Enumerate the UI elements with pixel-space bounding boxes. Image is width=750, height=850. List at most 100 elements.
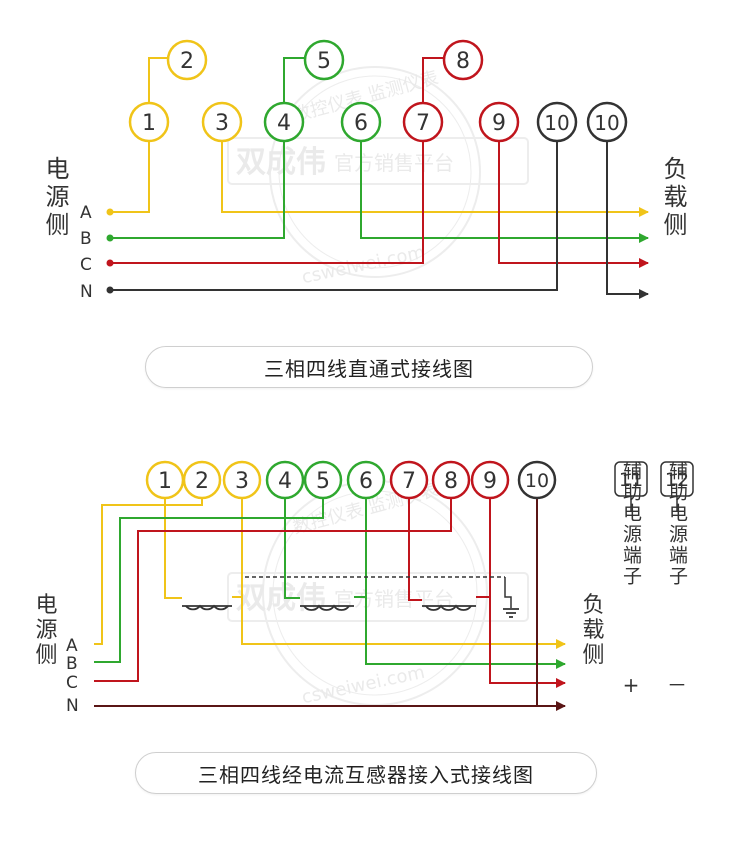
wire-a-ct-in: [164, 498, 182, 599]
wire-a-voltage: [94, 498, 203, 645]
dot-a: [106, 208, 114, 216]
svg-text:5: 5: [316, 469, 330, 494]
terminal-5: 5: [303, 39, 345, 81]
svg-text:10: 10: [525, 470, 549, 492]
svg-text:10: 10: [594, 111, 619, 135]
aux-terminal-12: 12 辅助电源端子 －: [660, 461, 694, 697]
wire-a-load: [221, 141, 649, 217]
aux-label-left: 辅助电源端子: [620, 461, 642, 587]
wire-c-source: [110, 141, 424, 264]
svg-text:1: 1: [158, 469, 172, 494]
watermark-bottom: 双成伟 官方销售平台 数控仪表 监测仪表 csweiwei.com: [227, 479, 529, 708]
watermark-url: csweiwei.com: [300, 242, 427, 289]
wire-b-load: [365, 597, 566, 669]
phase-labels-direct: A B C N: [80, 203, 93, 302]
dot-c: [106, 259, 114, 267]
aux-terminal-11: 11 辅助电源端子 +: [614, 461, 648, 697]
terminal-2: 2: [166, 39, 208, 81]
terminal-6: 6: [346, 460, 386, 500]
terminal-2: 2: [182, 460, 222, 500]
svg-text:12: 12: [665, 469, 689, 491]
ct-c: [422, 604, 476, 611]
wire-c-loop: [422, 57, 444, 103]
dot-n: [106, 286, 114, 294]
ground-symbol: [503, 608, 519, 618]
aux-power: 11 辅助电源端子 + 12 辅助电源端子 －: [614, 461, 694, 697]
phase-labels-ct: A B C N: [66, 636, 79, 716]
wire-b-loop: [283, 57, 305, 103]
terminal-9: 9: [478, 101, 520, 143]
svg-text:2: 2: [195, 469, 209, 494]
terminal-9: 9: [470, 460, 510, 500]
wire-c-load: [498, 141, 649, 268]
watermark-platform: 官方销售平台: [334, 151, 454, 175]
wire-c-load: [489, 597, 566, 688]
svg-text:6: 6: [359, 469, 373, 494]
wire-b-voltage: [94, 498, 324, 663]
terminal-5: 5: [303, 460, 343, 500]
ct-a: [182, 604, 232, 611]
svg-text:8: 8: [456, 49, 470, 74]
aux-polarity-minus: －: [667, 673, 687, 697]
svg-text:10: 10: [544, 111, 569, 135]
terminal-7: 7: [402, 101, 444, 143]
wires-ct: [94, 498, 566, 711]
wires-direct: [110, 57, 649, 299]
svg-text:3: 3: [215, 111, 229, 136]
aux-label-right: 辅助电源端子: [666, 461, 688, 587]
diagram-direct: 1 2 3 4 5 6 7: [41, 39, 687, 302]
source-side-label: 电源侧: [32, 593, 58, 668]
wire-n-load: [606, 141, 649, 299]
phase-b-label: B: [66, 654, 78, 674]
phase-a-label: A: [66, 636, 78, 656]
terminal-4: 4: [263, 101, 305, 143]
wire-n-source: [110, 141, 558, 291]
svg-text:2: 2: [180, 49, 194, 74]
svg-text:4: 4: [278, 469, 292, 494]
aux-polarity-plus: +: [623, 673, 640, 697]
ct-b: [300, 604, 354, 611]
terminal-6: 6: [340, 101, 382, 143]
load-side-label: 负载侧: [659, 156, 687, 240]
wire-b-source: [110, 141, 285, 239]
terminal-4: 4: [265, 460, 305, 500]
wire-c-ct-in: [408, 498, 422, 601]
wire-c-voltage: [94, 498, 452, 682]
terminal-1: 1: [145, 460, 185, 500]
watermark-brand: 双成伟: [236, 145, 326, 180]
source-dots-direct: [106, 208, 114, 294]
terminal-7: 7: [389, 460, 429, 500]
phase-c-label: C: [66, 673, 78, 693]
caption-ct-text: 三相四线经电流互感器接入式接线图: [198, 762, 534, 787]
diagram-ct: 1 2 3 4 5 6 7 8 9 10 11 辅助电源端子 + 12: [32, 461, 694, 716]
svg-text:5: 5: [317, 49, 331, 74]
wire-a-loop: [148, 57, 168, 103]
source-side-label: 电源侧: [41, 156, 69, 240]
terminals-ct: 1 2 3 4 5 6 7 8 9 10: [145, 460, 557, 500]
current-transformers: [182, 604, 519, 618]
phase-n-label: N: [66, 696, 79, 716]
wire-b-load: [360, 141, 649, 243]
svg-text:9: 9: [483, 469, 497, 494]
terminal-3: 3: [201, 101, 243, 143]
caption-direct: 三相四线直通式接线图: [145, 346, 593, 388]
terminal-8: 8: [442, 39, 484, 81]
ground-drop: [504, 577, 512, 608]
wire-a-load: [241, 597, 566, 649]
watermark-top: 双成伟 官方销售平台 数控仪表 监测仪表 csweiwei.com: [227, 66, 529, 289]
load-side-label: 负载侧: [579, 593, 605, 668]
caption-ct: 三相四线经电流互感器接入式接线图: [135, 752, 597, 794]
caption-direct-text: 三相四线直通式接线图: [264, 356, 474, 381]
terminal-3: 3: [222, 460, 262, 500]
phase-b-label: B: [80, 229, 92, 249]
svg-text:11: 11: [619, 469, 643, 491]
svg-text:6: 6: [354, 111, 368, 136]
svg-text:7: 7: [402, 469, 416, 494]
svg-text:3: 3: [235, 469, 249, 494]
svg-text:1: 1: [142, 111, 156, 136]
wire-a-source: [110, 141, 150, 213]
terminal-8: 8: [431, 460, 471, 500]
svg-text:9: 9: [492, 111, 506, 136]
